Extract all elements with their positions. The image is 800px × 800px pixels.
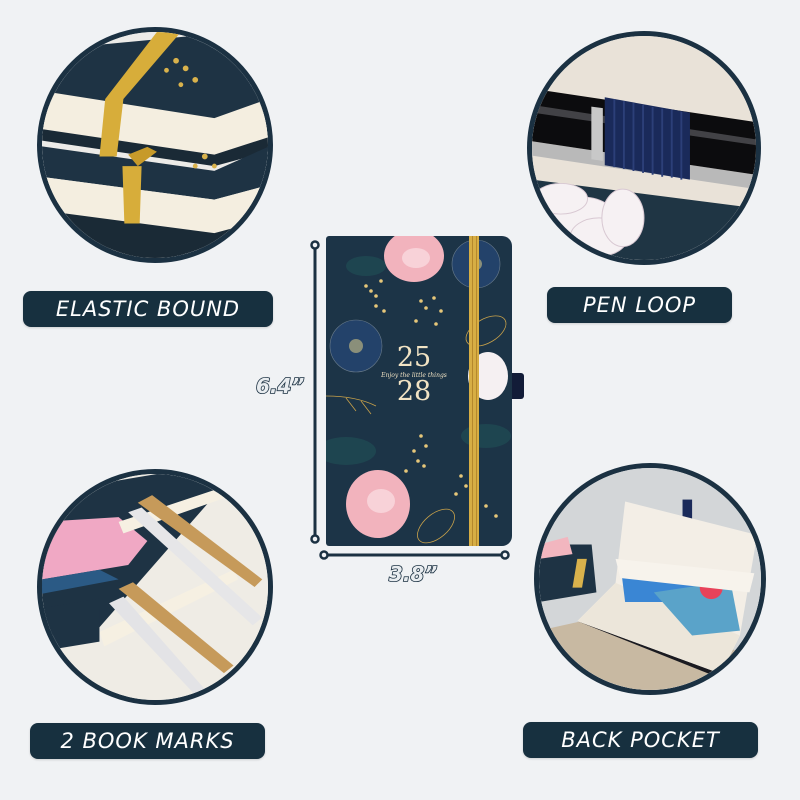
year-end: 28 xyxy=(396,376,432,407)
pen-loop-illustration xyxy=(532,36,756,260)
back-pocket-image xyxy=(534,463,766,695)
height-dimension: 6.4” xyxy=(255,373,305,399)
elastic-bound-label: ELASTIC BOUND xyxy=(23,291,273,327)
back-pocket-illustration xyxy=(539,468,761,690)
elastic-bound-image xyxy=(37,27,273,263)
book-marks-label: 2 BOOK MARKS xyxy=(30,723,265,759)
bookmarks-illustration xyxy=(42,474,268,700)
floral-pattern xyxy=(326,236,511,546)
width-dimension: 3.8” xyxy=(388,561,438,587)
cover-tagline: Enjoy the little things xyxy=(381,372,447,379)
year-start: 25 xyxy=(396,342,432,373)
stacked-notebooks-illustration xyxy=(42,32,268,258)
planner-cover: 25 Enjoy the little things 28 xyxy=(326,236,512,546)
pen-loop-label: PEN LOOP xyxy=(547,287,732,323)
bookmarks-image xyxy=(37,469,273,705)
back-pocket-label: BACK POCKET xyxy=(523,722,758,758)
pen-loop-tab xyxy=(512,373,524,399)
pen-loop-image xyxy=(527,31,761,265)
